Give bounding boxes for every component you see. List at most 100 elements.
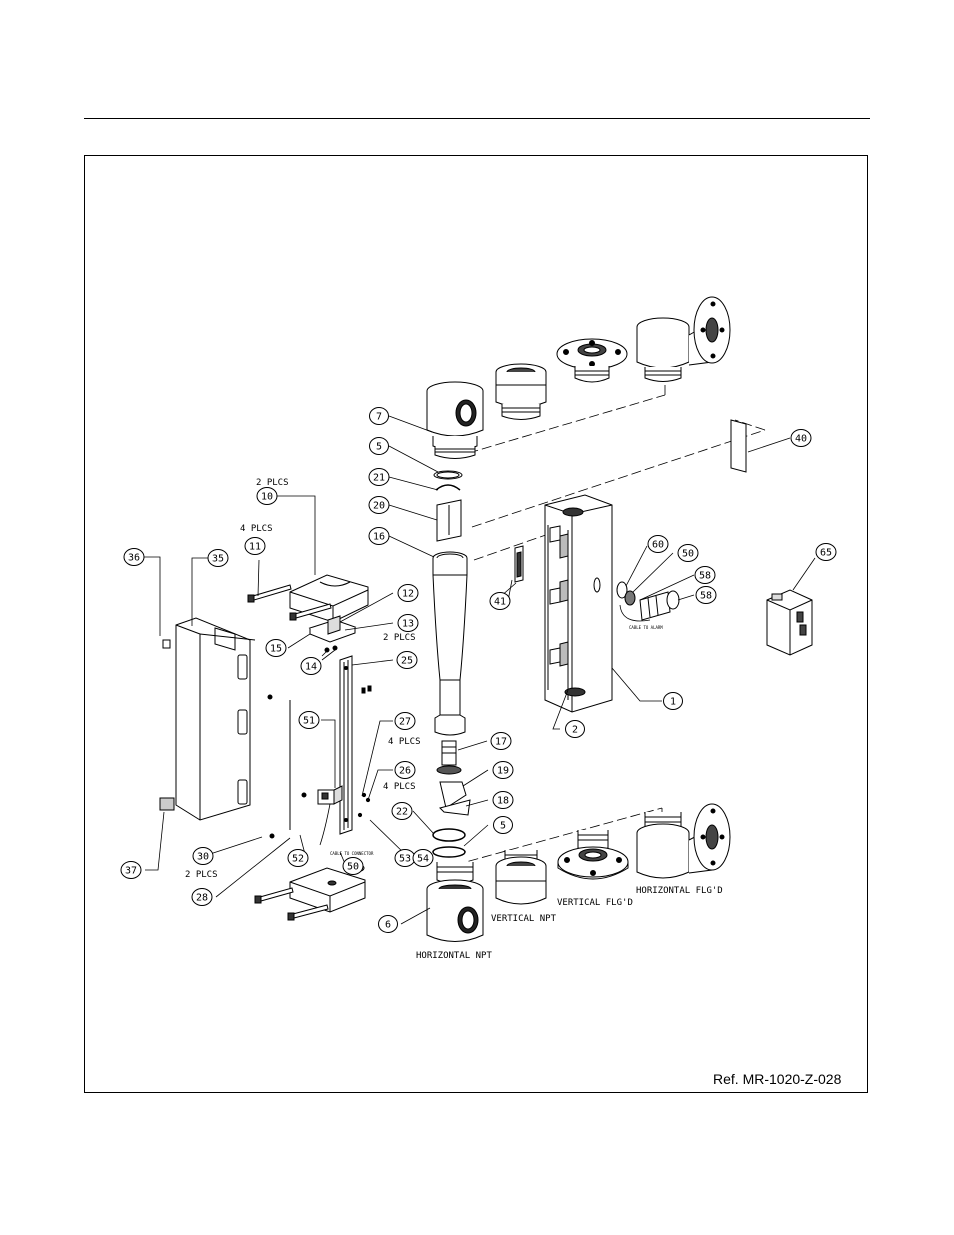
callout-21: 21 (368, 468, 390, 486)
callout-label: 20 (373, 501, 385, 512)
callout-label: 16 (373, 532, 385, 543)
callout-label: 7 (376, 412, 382, 423)
callout-28: 28 (191, 888, 213, 906)
label-cable-to-alarm: CABLE TO ALARM (629, 625, 663, 630)
callout-label: 21 (373, 473, 385, 484)
callout-label: 19 (497, 766, 509, 777)
note-plcs-11: 4 PLCS (240, 524, 273, 534)
note-plcs-30: 2 PLCS (185, 870, 218, 880)
callout-58: 58 (695, 586, 717, 604)
callout-5: 5 (493, 816, 513, 834)
alarm-module-65 (766, 589, 813, 656)
callout-label: 41 (494, 597, 506, 608)
callout-label: 17 (495, 737, 507, 748)
screws-11 (247, 584, 332, 921)
fitting-6 (426, 862, 484, 942)
label-vertical-npt: VERTICAL NPT (491, 914, 557, 924)
callout-40: 40 (790, 429, 812, 447)
callout-14: 14 (300, 657, 322, 675)
callout-label: 30 (197, 852, 209, 863)
callout-label: 58 (699, 571, 711, 582)
fitting-vertical-npt-bottom (495, 850, 547, 905)
label-vertical-flgd: VERTICAL FLG'D (557, 898, 633, 908)
callout-58: 58 (694, 566, 716, 584)
note-plcs-10: 2 PLCS (256, 478, 289, 488)
callout-label: 60 (652, 540, 664, 551)
callout-60: 60 (647, 535, 669, 553)
callout-50: 50 (677, 544, 699, 562)
callout-12: 12 (397, 584, 419, 602)
callout-10: 10 (256, 487, 278, 505)
callout-35: 35 (207, 549, 229, 567)
callout-label: 12 (402, 589, 414, 600)
scale-shield-35 (159, 617, 256, 821)
bracket-12-13 (308, 615, 357, 653)
callout-13: 13 (397, 614, 419, 632)
alarm-sensor (616, 581, 680, 622)
switch-51 (301, 785, 371, 846)
note-plcs-13: 2 PLCS (383, 633, 416, 643)
callout-37: 37 (120, 861, 142, 879)
note-plcs-26: 4 PLCS (383, 782, 416, 792)
callout-51: 51 (298, 711, 320, 729)
callout-22: 22 (391, 802, 413, 820)
callout-27: 27 (394, 712, 416, 730)
callout-label: 35 (212, 554, 224, 565)
fitting-horizontal-flgd-bottom (636, 803, 731, 879)
header-rule (84, 118, 870, 119)
drawing-notes: 2 PLCS 4 PLCS 2 PLCS 4 PLCS 4 PLCS 2 PLC… (185, 478, 723, 961)
callout-label: 36 (128, 553, 140, 564)
drawing-frame (84, 155, 868, 1093)
callout-30: 30 (192, 847, 214, 865)
callout-18: 18 (492, 791, 514, 809)
note-plcs-27: 4 PLCS (388, 737, 421, 747)
float-parts (436, 740, 471, 816)
callout-label: 2 (572, 725, 578, 736)
callout-label: 10 (261, 492, 273, 503)
callout-25: 25 (396, 651, 418, 669)
drawing-reference: Ref. MR-1020-Z-028 (713, 1071, 842, 1087)
callout-label: 5 (376, 442, 382, 453)
callout-54: 54 (412, 849, 434, 867)
callout-label: 28 (196, 893, 208, 904)
callout-36: 36 (123, 548, 145, 566)
callout-26: 26 (394, 761, 416, 779)
glass-tube-16 (432, 551, 468, 736)
label-horizontal-flgd: HORIZONTAL FLG'D (636, 886, 723, 896)
callout-label: 50 (682, 549, 694, 560)
label-horizontal-npt: HORIZONTAL NPT (416, 951, 492, 961)
callout-label: 14 (305, 662, 317, 673)
callout-53: 53 (394, 849, 416, 867)
callout-17: 17 (490, 732, 512, 750)
callout-52: 52 (287, 849, 309, 867)
scale-25 (339, 655, 372, 835)
callout-11: 11 (244, 537, 266, 555)
callout-label: 50 (347, 862, 359, 873)
callout-1: 1 (663, 692, 683, 710)
o-ring-22 (432, 828, 466, 842)
callout-label: 15 (270, 644, 282, 655)
label-cable-to-connector: CABLE TO CONNECTOR (330, 851, 374, 856)
callout-label: 40 (795, 434, 807, 445)
callout-label: 65 (820, 548, 832, 559)
clip-21 (435, 484, 461, 491)
callout-label: 52 (292, 854, 304, 865)
callout-20: 20 (368, 496, 390, 514)
callout-label: 27 (399, 717, 411, 728)
fitting-vertical-npt-top (495, 363, 547, 420)
leader-lines (144, 415, 816, 925)
callout-label: 25 (401, 656, 413, 667)
o-ring-5-bottom (432, 846, 466, 858)
callout-label: 22 (396, 807, 408, 818)
callout-5: 5 (369, 437, 389, 455)
callout-50: 50 (342, 857, 364, 875)
callout-label: 58 (700, 591, 712, 602)
callout-label: 1 (670, 697, 676, 708)
callout-label: 13 (402, 619, 414, 630)
callout-label: 26 (399, 766, 411, 777)
callout-41: 41 (489, 592, 511, 610)
callout-label: 5 (500, 821, 506, 832)
callout-label: 51 (303, 716, 315, 727)
callout-15: 15 (265, 639, 287, 657)
